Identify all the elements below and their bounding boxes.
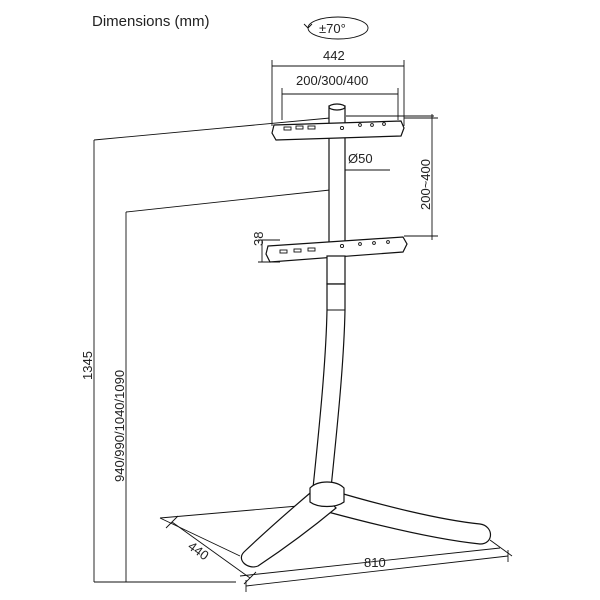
vesa-label: 200/300/400	[296, 73, 368, 88]
rotation-arrow-icon	[303, 23, 313, 29]
height-options-label: 940/990/1040/1090	[112, 370, 127, 482]
pole-cap	[328, 103, 346, 111]
height-reference-frame	[93, 115, 434, 583]
vesa-dimension: 200/300/400	[281, 73, 399, 120]
width-dimension: 442	[271, 48, 405, 126]
base-width-label: 810	[364, 555, 386, 570]
rotation-indicator: ±70°	[303, 16, 369, 40]
rotation-label: ±70°	[319, 21, 346, 36]
pole-diameter-label: Ø50	[348, 151, 373, 166]
height-collar	[326, 255, 346, 285]
bracket-spacing-label: 200~400	[418, 159, 433, 210]
bracket-spacing-dimension: 200~400	[404, 114, 438, 240]
left-leg	[240, 487, 337, 568]
top-bracket	[271, 120, 405, 141]
bracket-height-label: 38	[251, 232, 266, 246]
lower-bracket	[265, 236, 408, 263]
height-total-label: 1345	[80, 351, 95, 380]
base-legs	[240, 481, 492, 568]
base-depth-dimension: 440	[165, 515, 257, 585]
width-total-label: 442	[323, 48, 345, 63]
base-width-dimension: 810	[245, 550, 509, 592]
right-leg	[327, 489, 492, 545]
diagram-title: Dimensions (mm)	[92, 13, 210, 30]
lower-pole	[312, 255, 346, 489]
base-depth-label: 440	[185, 538, 211, 563]
base-hub	[309, 481, 345, 508]
